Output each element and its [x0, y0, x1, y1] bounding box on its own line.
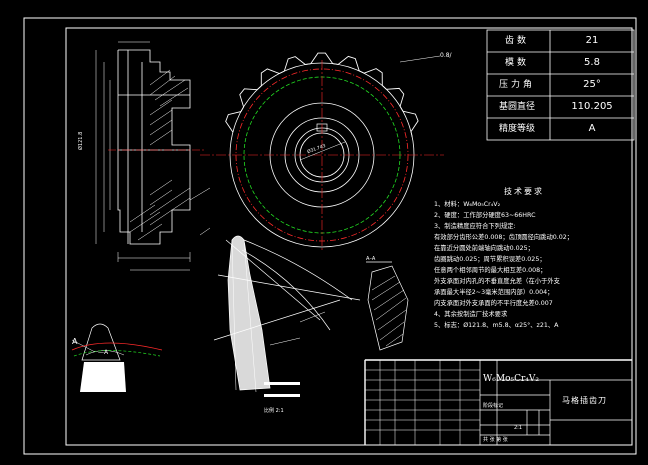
tech-req-line: 有效部分齿形公差0.008；齿顶圆径向跳动0.02； [434, 234, 574, 241]
outer-frame [23, 17, 637, 455]
tooth-view-a [71, 323, 163, 392]
bore-dim-line [299, 141, 346, 161]
tech-req-line: 承面最大半径2~3毫米范围内部）0.004； [434, 289, 554, 296]
param-row-pressure-angle: 压力角 25° [487, 74, 634, 96]
param-label: 基圆直径 [498, 102, 535, 112]
param-value: 25° [583, 79, 601, 90]
scale-bars [264, 382, 300, 397]
param-row-module: 模数 5.8 [487, 52, 634, 74]
stage-mark-label: 阶段标记 [483, 403, 504, 409]
param-value: 21 [585, 35, 599, 46]
tech-req-line: 5、标志：Ø121.8、m5.8、α25°、z21、A [434, 322, 559, 329]
tech-req-line: 外支承面对内孔的不垂直度允差（在小于外支 [434, 278, 560, 285]
tech-req-line: 内支承面对外支承面的不平行度允差0.007 [434, 300, 553, 307]
section-aa-detail [366, 261, 409, 351]
tech-req-line: 在靠近分圆处前端轴向跳动0.025； [434, 245, 534, 252]
param-label: 齿数 [504, 36, 529, 46]
param-row-teeth: 齿数 21 [487, 30, 634, 52]
tooth-profile-detail [213, 235, 361, 393]
param-row-base-diameter: 基圆直径 110.205 [487, 96, 634, 118]
section-view [95, 41, 211, 271]
view-a-arrow-label: —A [98, 349, 109, 356]
view-a-pitch-arc [71, 342, 163, 351]
title-block [364, 359, 633, 446]
param-value: 5.8 [584, 57, 600, 68]
param-value: A [588, 123, 596, 134]
param-value: 110.205 [571, 101, 613, 112]
roughness-symbol: 0.8/ [440, 52, 452, 59]
gear-teeth-outline [225, 52, 419, 138]
gear-front-view [200, 52, 444, 250]
tech-req-line: 1、材料：W₆Mo₅Cr₄V₂ [434, 201, 501, 208]
inner-frame [65, 27, 633, 446]
param-label: 模数 [504, 58, 529, 68]
detail-scale-label: 比例 2:1 [264, 408, 284, 414]
param-row-accuracy-grade: 精度等级 A [487, 118, 634, 140]
left-diameter-label: Ø121.8 [78, 131, 84, 150]
roughness-leader [399, 55, 441, 63]
section-hatch [129, 69, 191, 241]
tech-req-line: 4、其余按制造厂技术要求 [434, 311, 508, 318]
view-a-base-arc [73, 350, 161, 357]
param-label: 精度等级 [498, 124, 535, 134]
view-a-label: A [72, 337, 78, 346]
tech-requirements-title: 技术要求 [504, 187, 544, 196]
section-aa-label: A–A [366, 256, 376, 262]
part-name: 马格插齿刀 [562, 396, 607, 405]
scale-value: 2:1 [514, 425, 523, 431]
tech-req-line: 2、硬度：工作部分硬度63~66HRC [434, 212, 536, 219]
gear-parameter-table: 齿数 21 模数 5.8 压力角 25° 基圆直径 110.205 精度等级 A [487, 30, 634, 138]
tech-req-line: 3、制造精度应符合下列规定: [434, 223, 516, 230]
sheet-count-label: 共 张 第 张 [483, 437, 508, 443]
tech-req-line: 齿圈跳动0.025；周节累积误差0.025； [434, 256, 546, 263]
parameter-table-frame [486, 29, 635, 141]
param-label: 压力角 [498, 80, 535, 90]
material-label: W₆Mo₅Cr₄V₂ [483, 374, 540, 384]
tech-req-line: 任意两个相邻周节的最大相互差0.008； [434, 267, 547, 274]
